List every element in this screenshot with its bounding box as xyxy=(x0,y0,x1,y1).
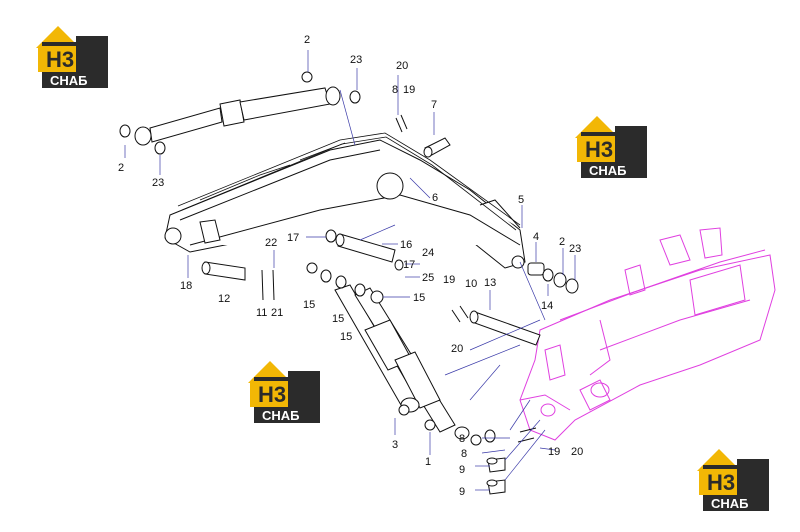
callout-label: 5 xyxy=(518,194,524,206)
logo-mark-text: H3 xyxy=(258,382,286,407)
logo-mark-text: H3 xyxy=(46,47,74,72)
callout-label: 9 xyxy=(459,486,465,498)
callout-label: 9 xyxy=(459,464,465,476)
logo-word-text: СНАБ xyxy=(262,408,300,423)
callout-label: 8 xyxy=(459,433,465,445)
hydraulic-lines xyxy=(177,132,521,231)
callout-labels: 2 23 20 8 19 7 2 23 6 5 4 2 23 17 16 24 … xyxy=(118,34,583,498)
callout-label: 17 xyxy=(403,259,415,271)
callout-label: 8 xyxy=(461,448,467,460)
callout-label: 21 xyxy=(271,307,283,319)
callout-label: 20 xyxy=(571,446,583,458)
logo-mark-text: H3 xyxy=(707,470,735,495)
boom-cylinder xyxy=(134,86,341,146)
callout-label: 3 xyxy=(392,439,398,451)
callout-label: 16 xyxy=(400,239,412,251)
logo-bottom-right: H3 СНАБ xyxy=(697,449,769,511)
callout-label: 15 xyxy=(303,299,315,311)
callout-label: 12 xyxy=(218,293,230,305)
logo-mark-text: H3 xyxy=(585,137,613,162)
logo-mid-right: H3 СНАБ xyxy=(575,116,647,178)
callout-label: 11 xyxy=(256,307,267,319)
callout-label: 19 xyxy=(403,84,415,96)
callout-label: 24 xyxy=(422,247,434,259)
callout-label: 10 xyxy=(465,278,477,290)
callout-label: 1 xyxy=(425,456,431,468)
logo-word-text: СНАБ xyxy=(589,163,627,178)
callout-label: 15 xyxy=(340,331,352,343)
callout-label: 18 xyxy=(180,280,192,292)
callout-label: 17 xyxy=(287,232,299,244)
callout-label: 23 xyxy=(350,54,362,66)
callout-label: 19 xyxy=(548,446,560,458)
callout-label: 2 xyxy=(304,34,310,46)
callout-label: 20 xyxy=(451,343,463,355)
logo-word-text: СНАБ xyxy=(711,496,749,511)
callout-label: 15 xyxy=(332,313,344,325)
callout-label: 20 xyxy=(396,60,408,72)
arm-cylinder xyxy=(334,284,470,440)
callout-label: 22 xyxy=(265,237,277,249)
callout-label: 4 xyxy=(533,231,539,243)
callout-label: 8 xyxy=(392,84,398,96)
callout-label: 23 xyxy=(569,243,581,255)
callout-label: 6 xyxy=(432,192,438,204)
logo-word-text: СНАБ xyxy=(50,73,88,88)
callout-label: 2 xyxy=(118,162,124,174)
leader-lines xyxy=(124,50,576,491)
callout-label: 25 xyxy=(422,272,434,284)
logo-mid-left: H3 СНАБ xyxy=(248,361,320,423)
callout-label: 2 xyxy=(559,236,565,248)
callout-label: 13 xyxy=(484,277,496,289)
callout-label: 7 xyxy=(431,99,437,111)
base-frame xyxy=(519,227,776,441)
callout-label: 23 xyxy=(152,177,164,189)
boom xyxy=(164,139,526,269)
logo-top-left: H3 СНАБ xyxy=(36,26,108,88)
pins-and-parts xyxy=(119,71,579,495)
callout-label: 19 xyxy=(443,274,455,286)
callout-label: 15 xyxy=(413,292,425,304)
callout-label: 14 xyxy=(541,300,553,312)
